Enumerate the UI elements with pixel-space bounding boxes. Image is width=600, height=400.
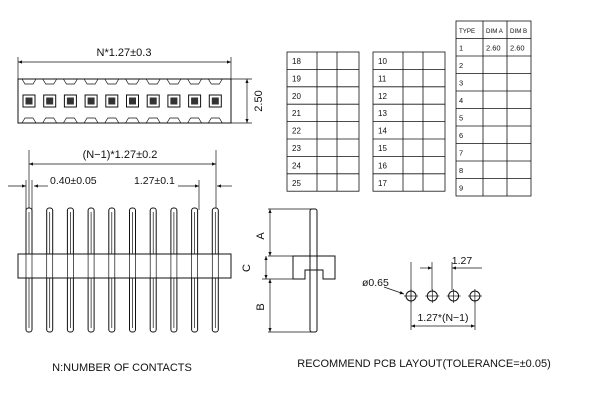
pin-count-cell: 15: [378, 144, 387, 153]
dim-a-label: A: [255, 232, 267, 240]
pin-square: [208, 94, 222, 108]
pin-square-core: [66, 97, 74, 105]
dim-c-label: C: [241, 264, 253, 272]
table-header-cell: DIM A: [486, 28, 504, 35]
housing-notch: [63, 78, 78, 85]
pin-square: [22, 94, 36, 108]
pin-square: [188, 94, 202, 108]
top-length-label: N*1.27±0.3: [97, 47, 152, 59]
top-view: N*1.27±0.3 2.50: [17, 47, 265, 124]
table-header-cell: TYPE: [459, 28, 475, 35]
pin-square-core: [211, 97, 219, 105]
housing-notch: [42, 117, 58, 124]
pin-table-18-25: 18 19 20 21 22 23 24 25: [286, 51, 360, 192]
housing-notch: [166, 117, 182, 124]
pin-count-cell: 14: [378, 127, 387, 136]
housing-notch: [83, 117, 99, 124]
pin-count-cell: 17: [378, 179, 387, 188]
pcb-hole-row: [404, 289, 482, 303]
housing-notch: [42, 78, 58, 85]
pin-count-cell: 19: [292, 74, 301, 83]
pcb-hole-label: ø0.65: [362, 277, 389, 289]
housing-notch: [125, 78, 140, 85]
housing-notch: [63, 117, 78, 124]
pin-square-core: [170, 97, 178, 105]
pin-count-cell: 12: [378, 92, 387, 101]
pin-square-core: [25, 97, 33, 105]
note-contacts: N:NUMBER OF CONTACTS: [52, 362, 192, 374]
table-cell: 9: [459, 184, 463, 193]
table-cell: 2.60: [486, 44, 501, 53]
housing-notch: [166, 78, 182, 85]
pcb-span-label: 1.27*(N−1): [417, 312, 468, 324]
pin-square: [146, 94, 160, 108]
housing-notch: [207, 78, 223, 85]
height-label: 2.50: [253, 90, 265, 111]
housing-notch: [145, 78, 161, 85]
table-cell: 3: [459, 79, 463, 88]
pin-count-cell: 16: [378, 161, 387, 170]
table-cell: 2.60: [510, 44, 525, 53]
table-cell: 1: [459, 44, 463, 53]
pin-row-overlay: [25, 254, 219, 278]
table-cell: 5: [459, 114, 463, 123]
table-cell: 4: [459, 96, 463, 105]
pin-square: [167, 94, 181, 108]
table-cell: 2: [459, 61, 463, 70]
pin-square: [84, 94, 98, 108]
pin-count-cell: 18: [292, 57, 301, 66]
note-pcb: RECOMMEND PCB LAYOUT(TOLERANCE=±0.05): [297, 358, 551, 370]
housing-notch: [207, 117, 223, 124]
pcb-pitch-label: 1.27: [452, 255, 473, 267]
pin-square: [63, 94, 77, 108]
side-view: A C B: [241, 208, 336, 333]
housing-notch: [21, 78, 37, 85]
pin-square: [126, 94, 139, 108]
pin-square-core: [129, 97, 136, 105]
pitch-label: 1.27±0.1: [134, 175, 175, 187]
pin-count-cell: 10: [378, 57, 387, 66]
pin-square-core: [149, 97, 157, 105]
pin-square-core: [191, 97, 199, 105]
pin-square-core: [87, 97, 95, 105]
pin-square: [105, 94, 119, 108]
housing-notch: [21, 117, 37, 124]
pin-square-core: [108, 97, 116, 105]
housing-notches-top: [21, 78, 223, 124]
pin-count-cell: 25: [292, 179, 301, 188]
pin-count-cell: 21: [292, 109, 301, 118]
table-header-cell: DIM B: [510, 28, 527, 35]
pin-count-cell: 24: [292, 161, 301, 170]
pin-count-cell: 13: [378, 109, 387, 118]
housing-notch: [125, 117, 140, 124]
dimension-table: TYPE DIM A DIM B 1 2.60 2.60 2 3 4 5 6 7 8 9: [455, 20, 532, 197]
pin-row: [25, 207, 219, 333]
table-cell: 6: [459, 131, 463, 140]
table-cell: 7: [459, 149, 463, 158]
housing-notch: [187, 117, 202, 124]
front-view: (N−1)*1.27±0.2 0.40±0.05 1.27±0.1: [8, 149, 232, 333]
housing-notch: [145, 117, 161, 124]
span-label: (N−1)*1.27±0.2: [83, 149, 158, 161]
housing-notch: [83, 78, 99, 85]
housing-notch: [187, 78, 202, 85]
pin-square: [43, 94, 57, 108]
table-cell: 8: [459, 166, 463, 175]
housing-notch: [104, 117, 120, 124]
dim-b-label: B: [255, 303, 267, 310]
pin-width-label: 0.40±0.05: [50, 175, 97, 187]
pin-count-cell: 22: [292, 127, 301, 136]
pin-table-10-17: 10 11 12 13 14 15 16 17: [372, 51, 446, 192]
pin-count-cell: 20: [292, 92, 301, 101]
pcb-layout: ø0.65 1.27 1.27*(N−1): [362, 255, 482, 330]
housing-notch: [104, 78, 120, 85]
pin-count-cell: 11: [378, 74, 387, 83]
pin-square-row: [22, 94, 222, 108]
pin-count-cell: 23: [292, 144, 301, 153]
pin-square-core: [46, 97, 54, 105]
